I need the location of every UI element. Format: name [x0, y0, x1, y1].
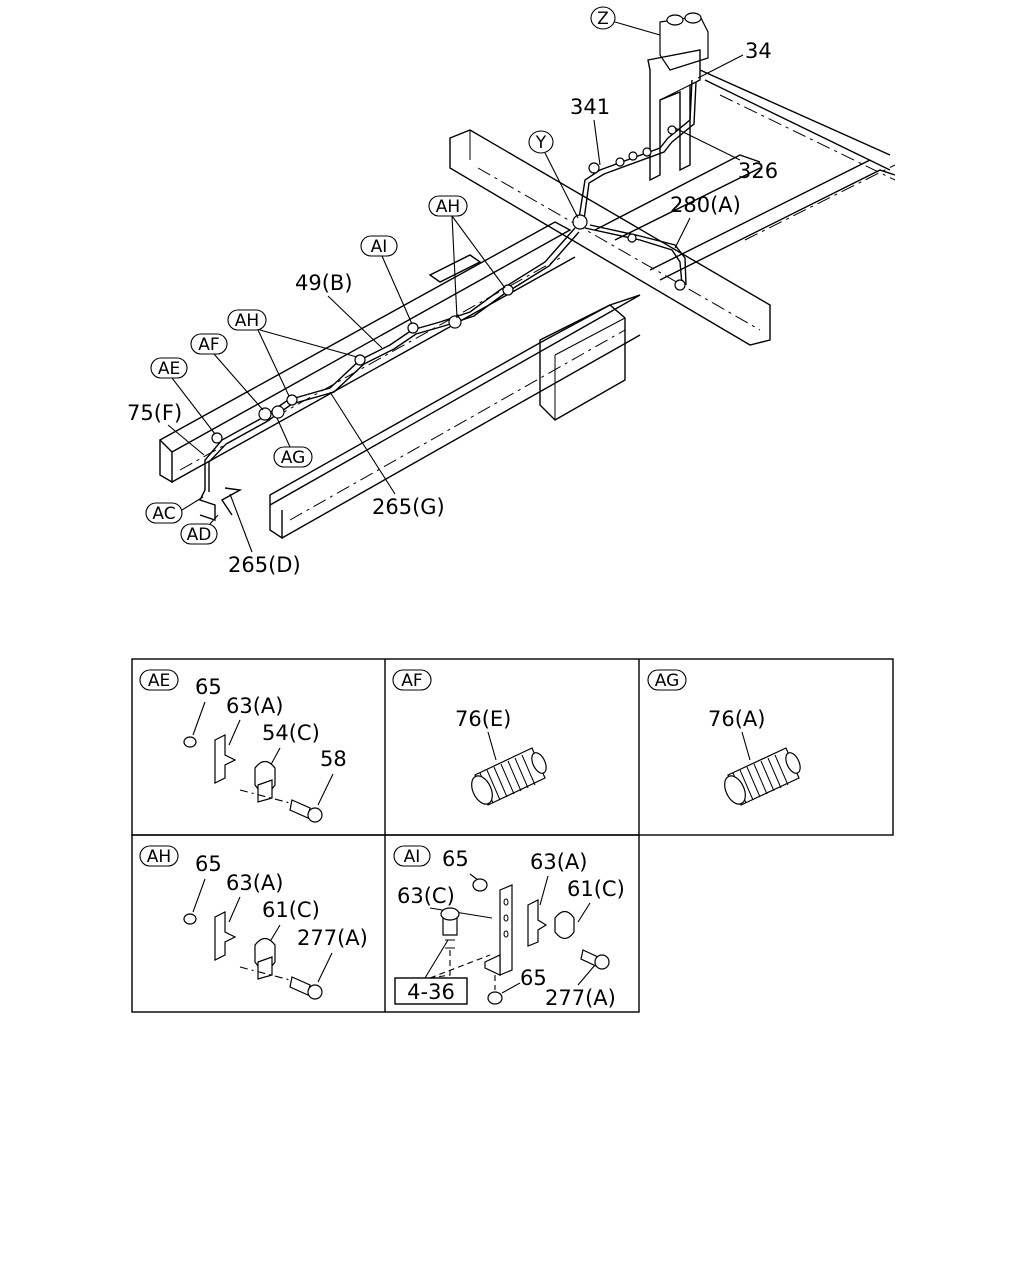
- svg-text:326: 326: [738, 159, 778, 183]
- svg-text:AE: AE: [148, 671, 170, 691]
- svg-text:63(A): 63(A): [226, 694, 283, 718]
- svg-text:76(E): 76(E): [455, 707, 511, 731]
- bolt-icon: [289, 976, 311, 996]
- label-326: 326: [674, 127, 778, 183]
- svg-text:63(A): 63(A): [530, 850, 587, 874]
- svg-text:AG: AG: [655, 671, 680, 691]
- bracket-icon: [214, 911, 237, 961]
- svg-text:AE: AE: [158, 359, 180, 379]
- detail-grid: [131, 658, 894, 1013]
- bracket-plate-icon: [499, 884, 513, 976]
- svg-text:265(G): 265(G): [372, 495, 445, 519]
- svg-text:277(A): 277(A): [297, 926, 368, 950]
- svg-text:AF: AF: [401, 671, 422, 691]
- chassis-frame: [158, 69, 896, 540]
- svg-text:75(F): 75(F): [127, 401, 182, 425]
- nut-icon: [183, 736, 197, 748]
- label-34: 34: [697, 39, 772, 79]
- callout-y: Y: [528, 130, 579, 219]
- hose-fitting-icon: [724, 747, 801, 806]
- bracket-icon: [214, 734, 237, 784]
- callout-ac: AC: [145, 496, 204, 524]
- svg-text:76(A): 76(A): [708, 707, 765, 731]
- svg-text:AC: AC: [152, 504, 175, 524]
- label-265g: 265(G): [329, 391, 445, 519]
- svg-text:AF: AF: [198, 335, 219, 355]
- label-280a: 280(A): [670, 193, 741, 249]
- callout-ai: AI: [360, 235, 413, 325]
- reference-box: [394, 977, 468, 1005]
- hose-fitting-icon: [471, 747, 547, 806]
- svg-text:65: 65: [195, 675, 222, 699]
- svg-text:AI: AI: [404, 847, 421, 867]
- detail-cell-ag: AG 76(A): [647, 669, 801, 806]
- callout-ah-top: AH: [428, 195, 506, 319]
- svg-text:277(A): 277(A): [545, 986, 616, 1010]
- svg-text:AH: AH: [235, 311, 259, 331]
- svg-text:AG: AG: [281, 448, 306, 468]
- svg-text:AH: AH: [436, 197, 460, 217]
- callout-ag: AG: [273, 417, 313, 468]
- label-75f: 75(F): [127, 401, 205, 456]
- label-49b: 49(B): [295, 271, 383, 349]
- detail-cell-ai: AI 65 63(A) 63(C) 61(C) 65 277(A) 4-36: [393, 845, 625, 1010]
- svg-text:54(C): 54(C): [262, 721, 320, 745]
- svg-text:Y: Y: [535, 133, 547, 153]
- svg-text:Z: Z: [597, 9, 609, 29]
- fluid-reservoir: [647, 12, 709, 182]
- svg-text:265(D): 265(D): [228, 553, 301, 577]
- detail-cell-af: AF 76(E): [392, 669, 547, 806]
- svg-text:341: 341: [570, 95, 610, 119]
- svg-text:65: 65: [442, 847, 469, 871]
- label-341: 341: [570, 95, 610, 166]
- svg-text:58: 58: [320, 747, 347, 771]
- svg-text:AH: AH: [147, 847, 171, 867]
- callout-z: Z: [590, 6, 661, 36]
- bracket-icon: [527, 899, 548, 947]
- svg-text:280(A): 280(A): [670, 193, 741, 217]
- detail-cell-ae: AE 65 63(A) 54(C) 58: [139, 669, 347, 823]
- svg-text:61(C): 61(C): [262, 898, 320, 922]
- svg-text:61(C): 61(C): [567, 877, 625, 901]
- callout-ah-mid: AH: [227, 309, 358, 397]
- callout-ae: AE: [150, 357, 216, 435]
- clip-icon: [554, 910, 575, 940]
- svg-text:63(A): 63(A): [226, 871, 283, 895]
- reference-label: 4-36: [407, 980, 455, 1004]
- brake-pipe-assembly: [199, 79, 697, 521]
- svg-text:49(B): 49(B): [295, 271, 353, 295]
- callout-ad: AD: [180, 514, 219, 545]
- detail-cell-ah: AH 65 63(A) 61(C) 277(A): [139, 845, 368, 1000]
- svg-text:34: 34: [745, 39, 772, 63]
- bolt-icon: [289, 799, 311, 819]
- label-265d: 265(D): [228, 493, 301, 577]
- svg-text:65: 65: [520, 966, 547, 990]
- nut-icon: [487, 991, 503, 1005]
- nut-icon: [472, 878, 488, 892]
- nut-icon: [183, 913, 197, 925]
- svg-text:AI: AI: [371, 237, 388, 257]
- svg-text:AD: AD: [187, 525, 212, 545]
- callout-af: AF: [190, 333, 264, 411]
- svg-text:63(C): 63(C): [397, 884, 455, 908]
- svg-text:65: 65: [195, 852, 222, 876]
